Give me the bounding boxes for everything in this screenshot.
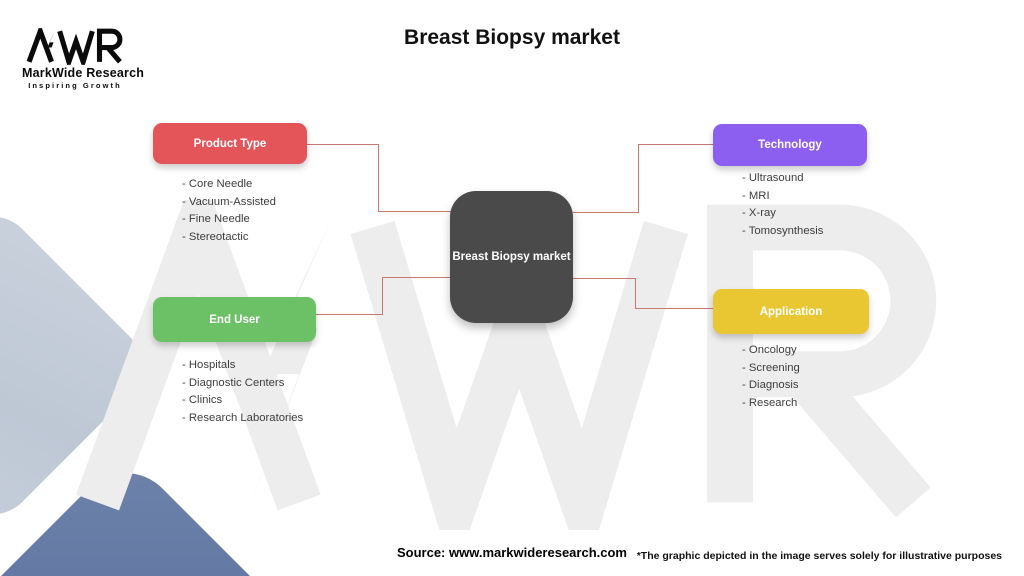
list-item: - Clinics bbox=[182, 394, 223, 407]
disclaimer-note: *The graphic depicted in the image serve… bbox=[636, 550, 1002, 562]
list-item: - Hospitals bbox=[182, 359, 236, 371]
connector-technology-h2 bbox=[638, 144, 714, 145]
list-item: - Oncology bbox=[742, 344, 797, 356]
list-item: - Research bbox=[742, 396, 798, 409]
connector-application-h1 bbox=[573, 278, 636, 279]
connector-product-type-h2 bbox=[378, 211, 451, 212]
node-application: Application bbox=[713, 289, 869, 334]
node-end-user-label: End User bbox=[209, 313, 260, 326]
connector-end-user-h2 bbox=[382, 277, 451, 278]
list-item: - Stereotactic bbox=[182, 230, 249, 243]
list-item: - Core Needle bbox=[182, 178, 253, 190]
list-item: - MRI bbox=[742, 189, 770, 202]
product-type-items: - Core Needle - Vacuum-Assisted - Fine N… bbox=[182, 176, 276, 246]
list-item: - Vacuum-Assisted bbox=[182, 195, 276, 208]
page-title: Breast Biopsy market bbox=[404, 26, 620, 49]
connector-application-v bbox=[635, 278, 636, 309]
list-item: - Ultrasound bbox=[742, 172, 804, 184]
connector-end-user-v bbox=[382, 277, 383, 315]
node-center-market: Breast Biopsy market bbox=[450, 191, 573, 323]
node-application-label: Application bbox=[759, 305, 823, 318]
technology-items: - Ultrasound - MRI - X-ray - Tomosynthes… bbox=[742, 170, 823, 240]
list-item: - Tomosynthesis bbox=[742, 224, 824, 237]
connector-technology-v bbox=[638, 144, 639, 213]
connector-product-type-v bbox=[378, 144, 379, 212]
connector-application-h2 bbox=[635, 308, 714, 309]
node-technology-label: Technology bbox=[758, 139, 822, 151]
node-technology: Technology bbox=[713, 124, 867, 166]
logo-company-name: MarkWide Research bbox=[22, 66, 145, 80]
markwide-research-logo: MarkWide Research Inspiring Growth bbox=[22, 28, 145, 90]
node-product-type-label: Product Type bbox=[193, 137, 267, 150]
list-item: - X-ray bbox=[742, 207, 776, 220]
node-product-type: Product Type bbox=[153, 123, 307, 164]
list-item: - Diagnostic Centers bbox=[182, 376, 285, 389]
application-items: - Oncology - Screening - Diagnosis - Res… bbox=[742, 342, 800, 412]
list-item: - Diagnosis bbox=[742, 379, 799, 392]
end-user-items: - Hospitals - Diagnostic Centers - Clini… bbox=[182, 357, 303, 427]
connector-end-user-h1 bbox=[316, 314, 383, 315]
connector-technology-h1 bbox=[573, 212, 639, 213]
connector-product-type-h1 bbox=[307, 144, 379, 145]
source-credit: Source: www.markwideresearch.com bbox=[396, 545, 627, 560]
list-item: - Research Laboratories bbox=[182, 411, 304, 424]
list-item: - Screening bbox=[742, 361, 800, 374]
node-end-user: End User bbox=[153, 297, 316, 342]
logo-tagline: Inspiring Growth bbox=[28, 81, 122, 90]
list-item: - Fine Needle bbox=[182, 213, 250, 226]
node-center-label: Breast Biopsy market bbox=[452, 251, 571, 263]
